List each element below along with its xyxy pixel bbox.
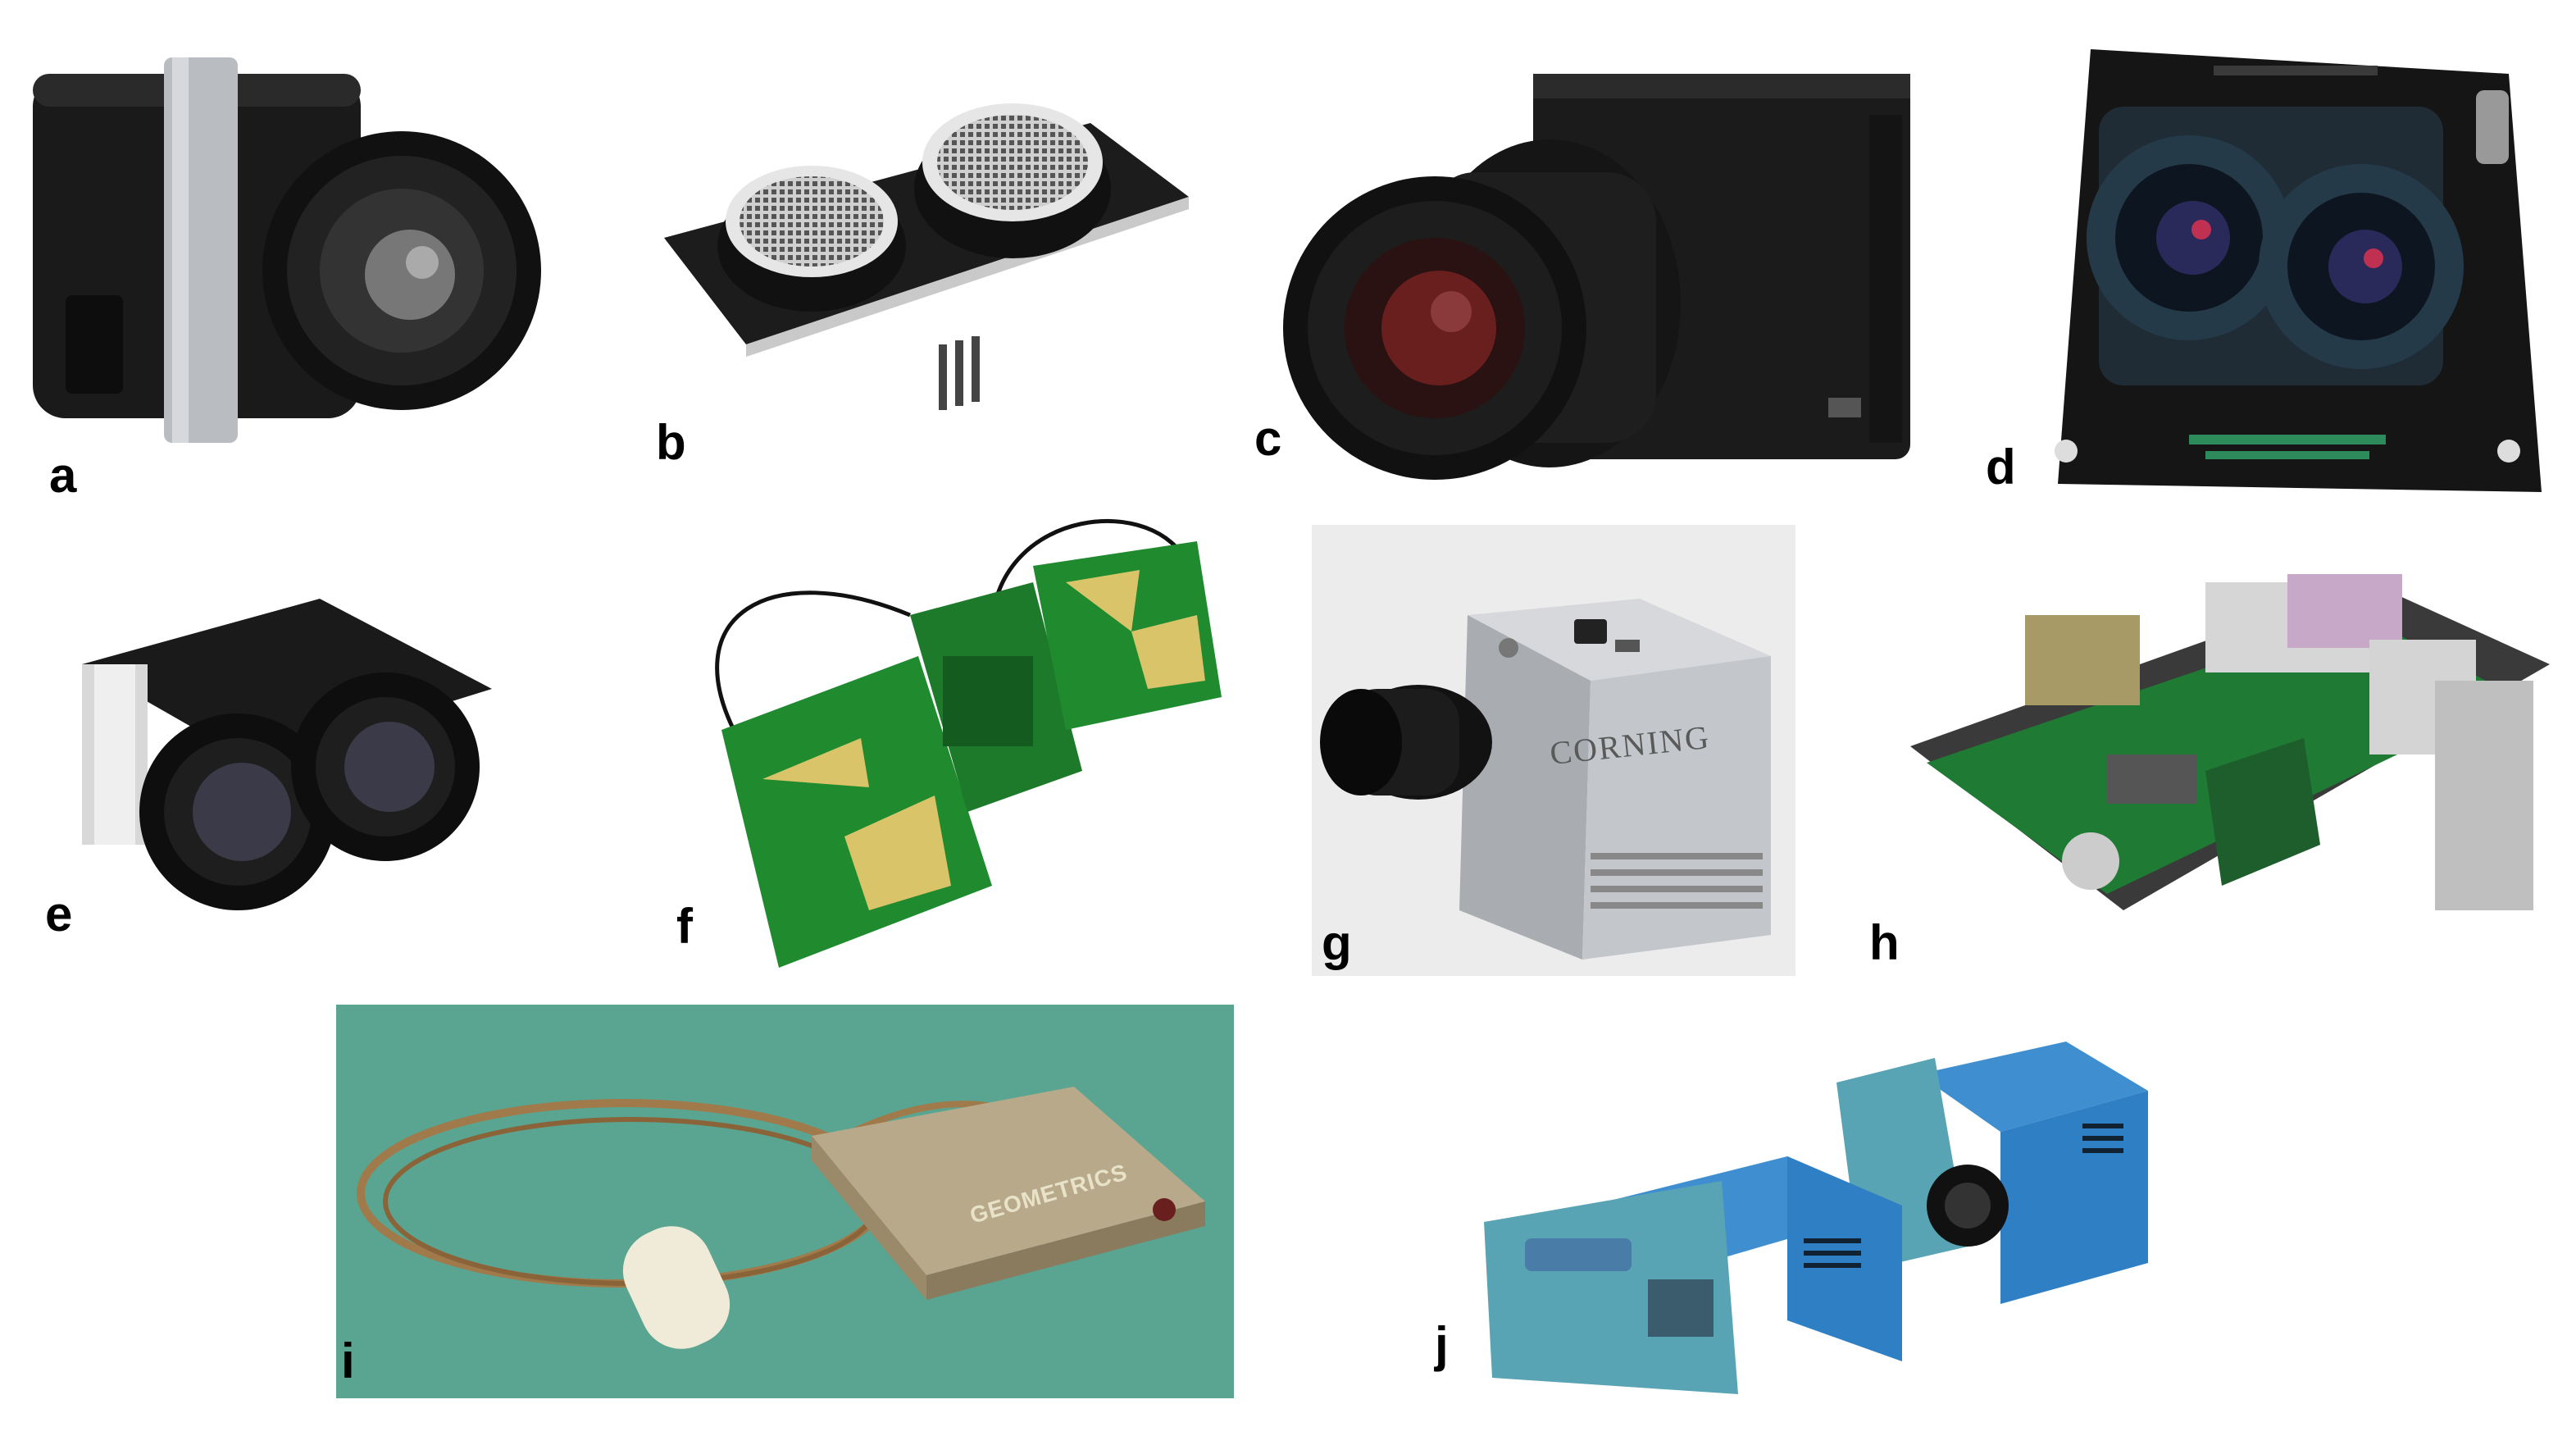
machine-vision-camera-icon: [1263, 66, 1918, 492]
panel-a: a: [8, 49, 549, 508]
panel-label: a: [49, 448, 77, 503]
panel-label: f: [676, 899, 693, 954]
ultrasonic-sensor-icon: [648, 74, 1205, 426]
panel-label: e: [45, 887, 73, 941]
panel-h: h: [1845, 566, 2566, 992]
electronic-sensor-assembly-icon: [1861, 566, 2566, 992]
panel-label: i: [341, 1333, 355, 1388]
panel-label: d: [1986, 440, 2016, 495]
multispectral-camera-pair-icon: [1476, 992, 2361, 1402]
panel-g: CORNING g: [1312, 525, 1795, 976]
panel-label: b: [656, 415, 686, 470]
panel-i: GEOMETRICS i: [336, 1005, 1234, 1398]
panel-label: c: [1254, 411, 1282, 466]
panel-e: e: [33, 582, 541, 960]
panel-label: g: [1322, 915, 1352, 970]
compact-thermal-camera-icon: [16, 49, 541, 459]
panel-label: h: [1869, 915, 1900, 970]
hyperspectral-camera-icon: [1312, 525, 1795, 976]
stereo-camera-board-icon: [1984, 25, 2558, 508]
panel-j: j: [1427, 992, 2361, 1402]
lidar-rangefinder-icon: [49, 590, 525, 935]
panel-b: b: [639, 74, 1213, 484]
panel-label: j: [1435, 1317, 1449, 1372]
radar-antenna-board-icon: [672, 492, 1238, 984]
panel-f: f: [656, 492, 1246, 984]
panel-d: d: [1968, 16, 2558, 508]
magnetometer-sensor-icon: [336, 1005, 1234, 1398]
panel-c: c: [1246, 66, 1918, 492]
